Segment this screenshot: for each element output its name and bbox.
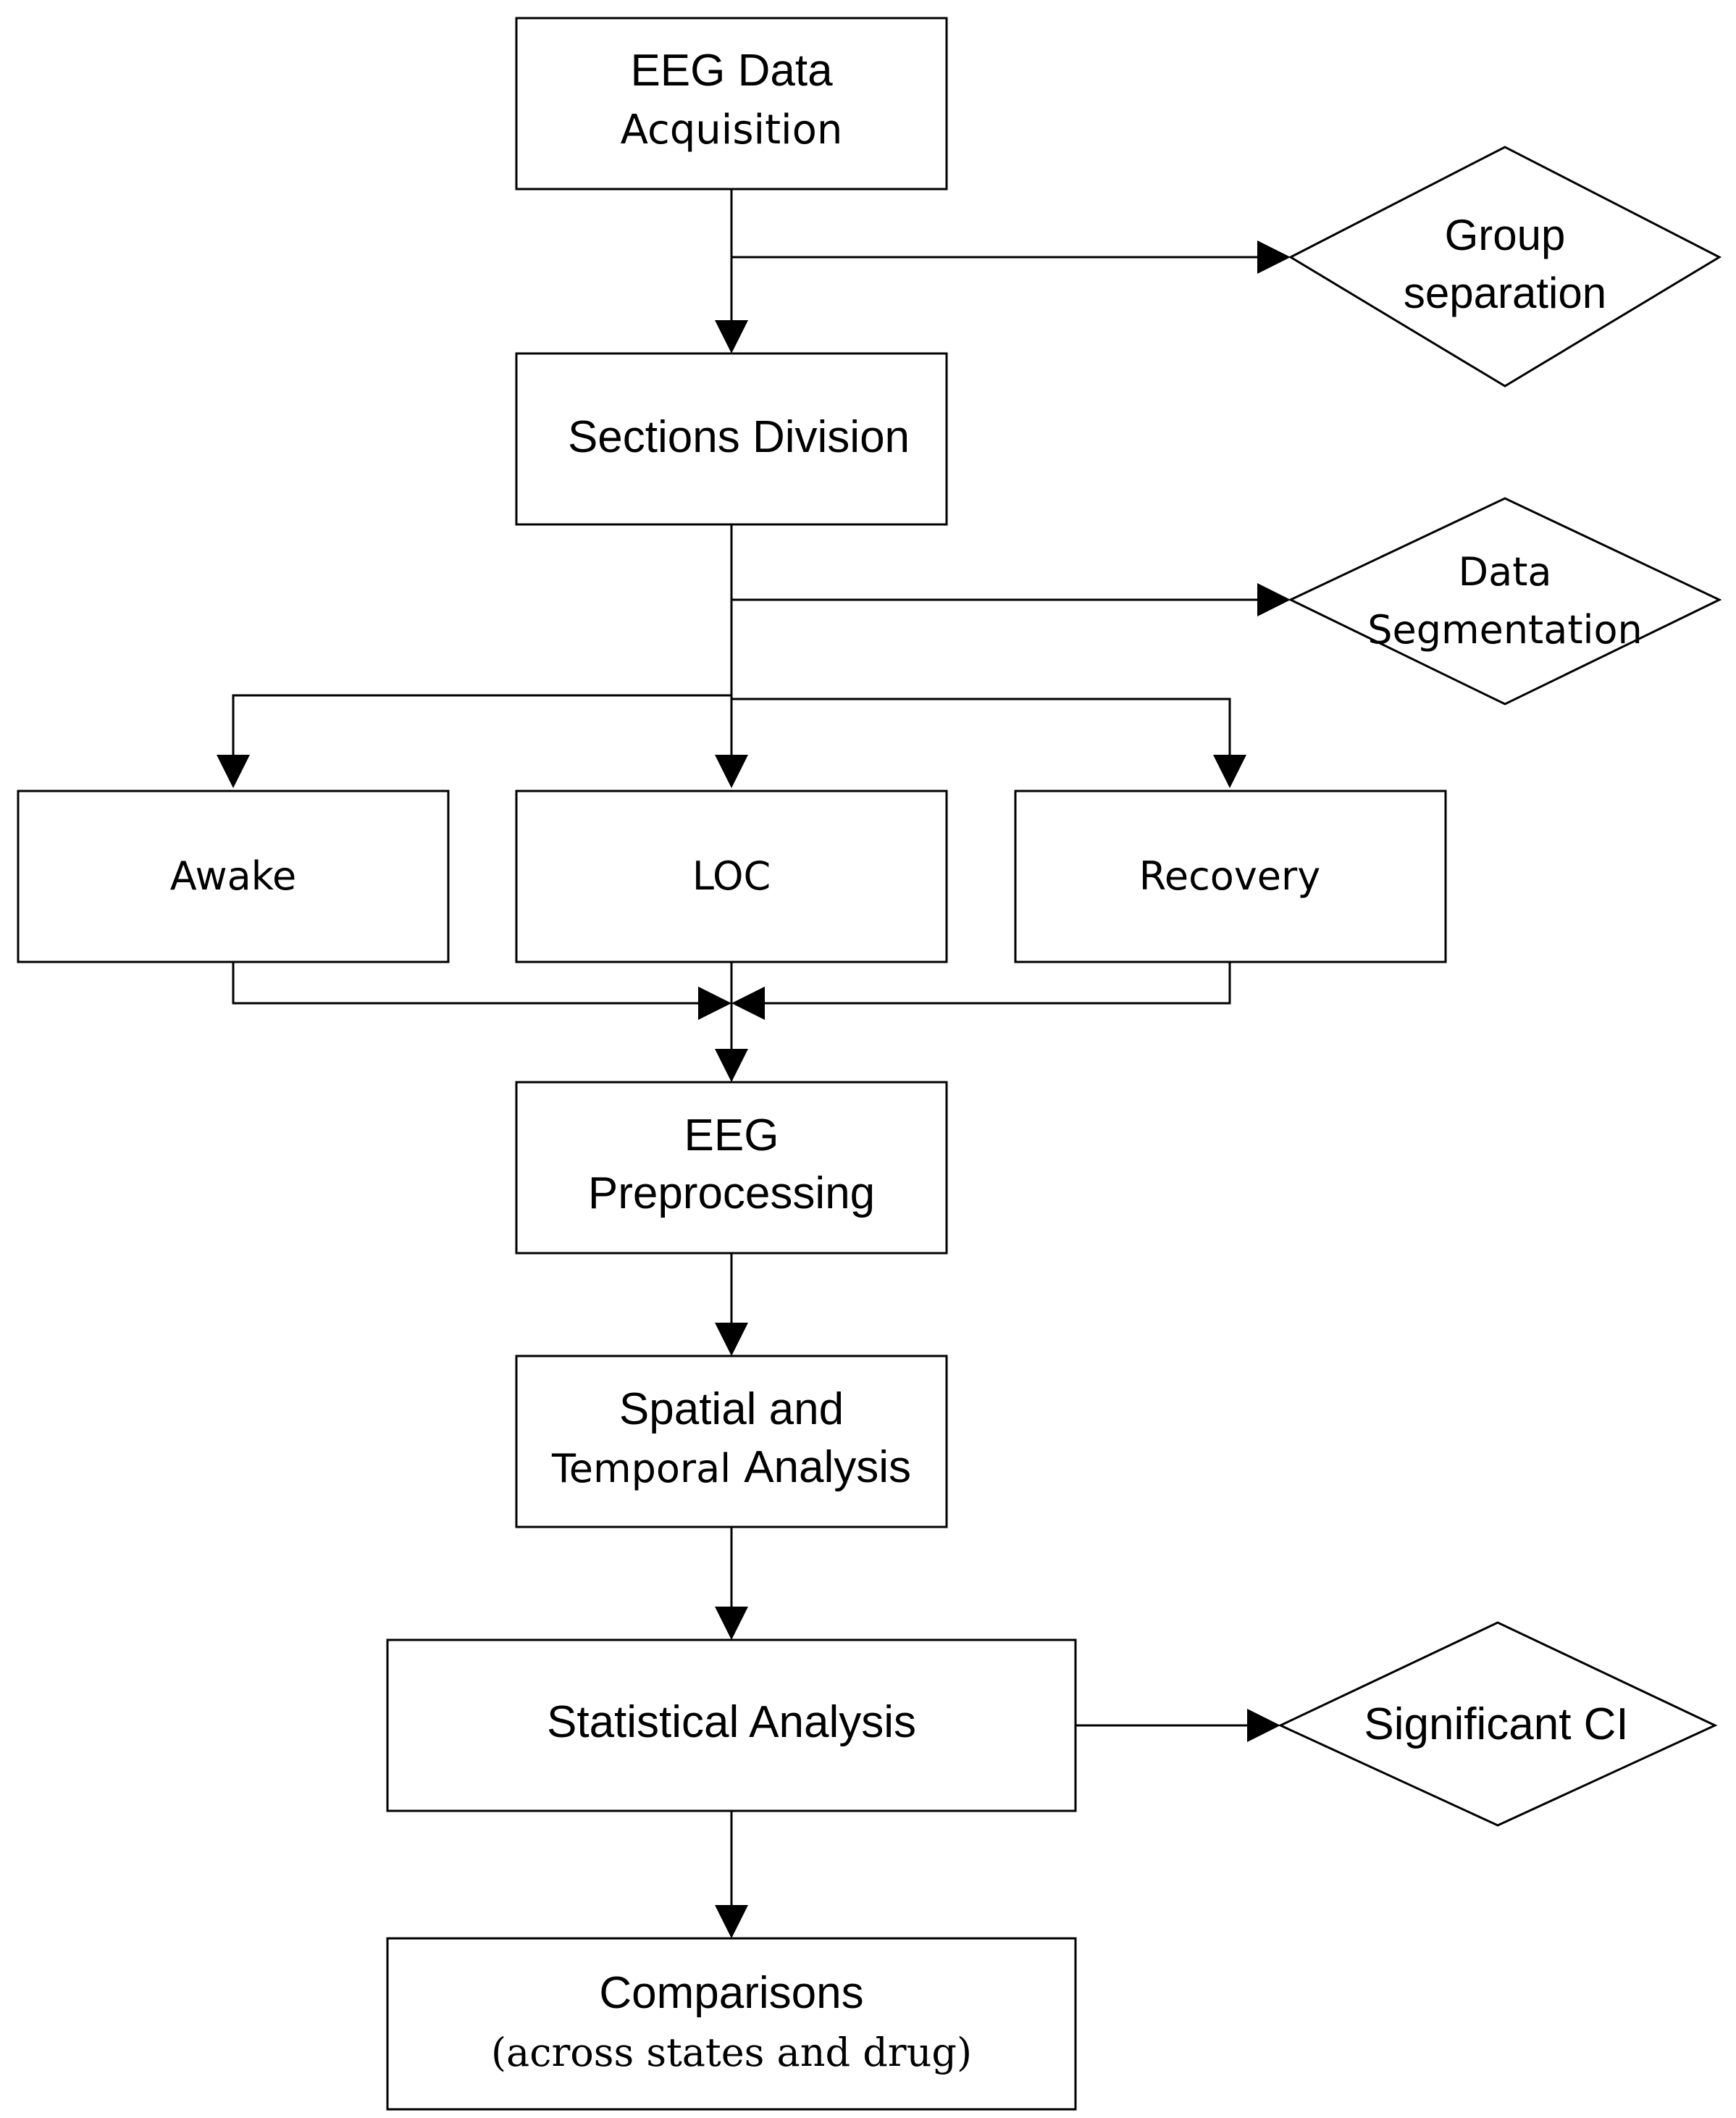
node-recovery: Recovery: [1014, 790, 1447, 963]
process-box: [515, 1355, 948, 1528]
arrowhead-to-sections: [715, 320, 748, 353]
decision-diamond: [1288, 146, 1722, 388]
node-label-line2: separation: [1404, 269, 1606, 317]
arrowhead-to-loc: [715, 755, 748, 788]
node-eeg-acquisition: EEG Data Acquisition: [515, 17, 948, 191]
process-box: [515, 352, 948, 526]
process-box: [515, 17, 948, 191]
node-label-line2: Temporal Analysis: [551, 1442, 911, 1492]
node-label-line1: Data: [1459, 549, 1552, 595]
arrowhead-to-comparisons: [715, 1905, 748, 1938]
connectors: [232, 190, 1260, 1905]
node-loc: LOC: [515, 790, 948, 963]
arrowhead-to-analysis: [715, 1323, 748, 1356]
node-sections-division: Sections Division: [515, 352, 948, 526]
arrowhead-to-significant-ci: [1247, 1709, 1280, 1742]
node-label: LOC: [692, 853, 771, 899]
arrowhead-to-group-separation: [1257, 240, 1291, 274]
node-label-line1: Comparisons: [599, 1968, 863, 2018]
node-spatial-temporal-analysis: Spatial and Temporal Analysis: [515, 1355, 948, 1528]
edge-branch-recovery: [731, 698, 1231, 755]
arrowhead-to-awake: [217, 755, 250, 788]
node-label: Statistical Analysis: [547, 1697, 916, 1747]
process-box: [17, 790, 450, 963]
node-data-segmentation: Data Segmentation: [1288, 497, 1722, 706]
node-comparisons: Comparisons (across states and drug): [386, 1937, 1077, 2111]
process-box: [515, 1081, 948, 1255]
arrowhead-to-preprocessing: [715, 1049, 748, 1082]
process-box: [1014, 790, 1447, 963]
arrowhead-merge-left: [698, 987, 731, 1020]
arrowhead-to-recovery: [1213, 755, 1246, 788]
arrowhead-merge-right: [731, 987, 765, 1020]
node-eeg-preprocessing: EEG Preprocessing: [515, 1081, 948, 1255]
node-group-separation: Group separation: [1288, 146, 1722, 388]
node-label: Significant CI: [1364, 1699, 1628, 1749]
node-label-line1: EEG: [684, 1110, 779, 1160]
node-label-line2: Segmentation: [1367, 607, 1643, 653]
process-box: [386, 1638, 1077, 1812]
arrowhead-to-statistics: [715, 1607, 748, 1640]
node-label-line1: EEG Data: [630, 46, 833, 96]
edge-recovery-merge: [763, 962, 1231, 1005]
node-awake: Awake: [17, 790, 450, 963]
node-label-line2-part2: Analysis: [744, 1442, 911, 1492]
node-label-line1: Spatial and: [619, 1384, 844, 1434]
node-label: Awake: [170, 853, 297, 899]
node-label: Recovery: [1139, 853, 1320, 899]
edge-awake-merge: [232, 962, 700, 1005]
arrowheads: [217, 240, 1291, 1938]
decision-diamond: [1278, 1621, 1718, 1827]
node-label-line2: Acquisition: [621, 106, 843, 154]
node-label-line2: Preprocessing: [588, 1168, 875, 1218]
decision-diamond: [1288, 497, 1722, 706]
edge-branch-awake: [232, 694, 731, 755]
process-box: [386, 1937, 1077, 2111]
node-label-line1: Group: [1445, 211, 1566, 259]
node-statistical-analysis: Statistical Analysis: [386, 1638, 1077, 1812]
node-label: Sections Division: [568, 412, 910, 462]
node-label-line2-part1: Temporal: [551, 1446, 731, 1491]
process-box: [515, 790, 948, 963]
node-label-line2: (across states and drug): [491, 2030, 972, 2075]
node-significant-ci: Significant CI: [1278, 1621, 1718, 1827]
arrowhead-to-data-segmentation: [1257, 583, 1291, 616]
